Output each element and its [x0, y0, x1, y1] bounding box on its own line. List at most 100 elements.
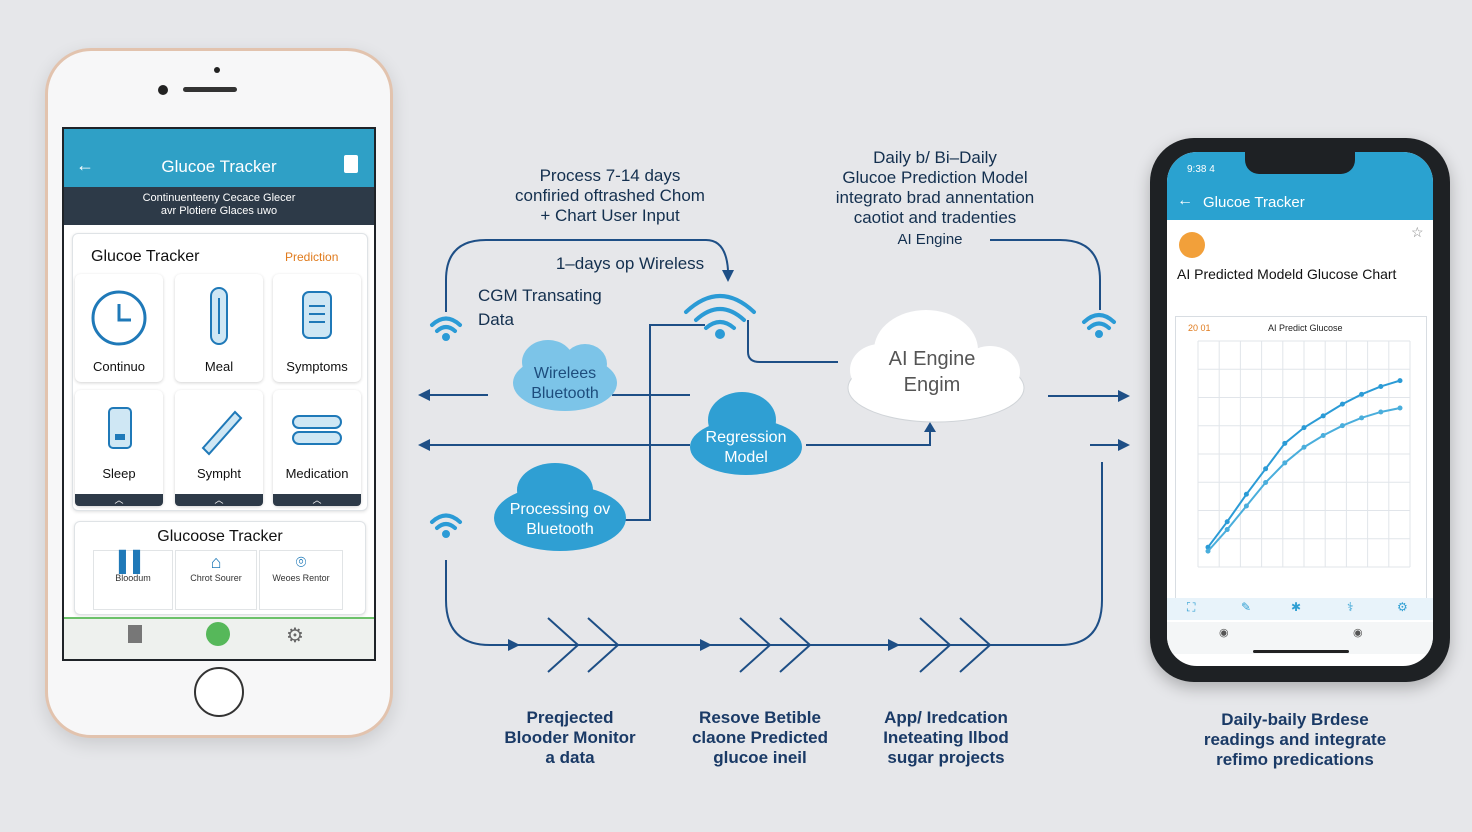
- chart-badge: 20 01: [1188, 323, 1211, 333]
- nav-tracker-icon[interactable]: [206, 622, 230, 646]
- wifi-icon-right: [1082, 313, 1116, 338]
- cgm-label: CGM Transating Data: [478, 286, 602, 329]
- chevron-5: [919, 617, 952, 673]
- tile-medication[interactable]: Medication ︿: [273, 390, 361, 506]
- mini-item-label: Bloodum: [115, 573, 151, 583]
- mini-item-chrot[interactable]: ⌂ Chrot Sourer: [175, 550, 257, 610]
- arrowhead-left-1: [418, 389, 430, 401]
- bottom-nav-right: ◉ ◉: [1167, 622, 1433, 654]
- back-arrow-icon[interactable]: ←: [76, 155, 94, 175]
- data-point: [1243, 491, 1249, 497]
- tile-continuo[interactable]: Continuo: [75, 274, 163, 382]
- medication-icon: [292, 415, 342, 445]
- arrowhead-top: [722, 270, 734, 282]
- data-point: [1224, 527, 1230, 533]
- mini-item-weoes[interactable]: ⌾ Weoes Rentor: [259, 550, 343, 610]
- mini-item-bloodum[interactable]: ▌▌ Bloodum: [93, 550, 173, 610]
- bar-chart-icon: ▌▌: [118, 551, 148, 573]
- data-point: [1282, 440, 1288, 446]
- notice-line-1: Continuenteeny Cecace Glecer: [142, 192, 296, 204]
- camera-dot: [158, 85, 168, 95]
- nav-icon-1[interactable]: ◉: [1219, 627, 1229, 639]
- arrowhead-bottom-3: [888, 639, 900, 651]
- back-arrow-icon[interactable]: ←: [1177, 192, 1193, 209]
- card-title: Glucoe Tracker: [91, 248, 200, 265]
- pin-icon: ⌾: [295, 552, 307, 572]
- tile-label: Medication: [285, 466, 349, 481]
- meal-icon: [210, 287, 228, 345]
- tile-sleep[interactable]: Sleep ︿: [75, 390, 163, 506]
- tile-label: Symptoms: [286, 359, 348, 374]
- data-point: [1320, 413, 1326, 419]
- pin-icon[interactable]: ☆: [1411, 224, 1424, 240]
- chart-panel: 20 01 AI Predict Glucose: [1175, 316, 1427, 616]
- bottom-label-1: Preqjected Blooder Monitor a data: [504, 708, 636, 767]
- tool-strip: ⛶ ✎ ✱ ⚕ ⚙: [1167, 598, 1433, 620]
- sleep-icon: [108, 407, 132, 449]
- share-icon[interactable]: [344, 155, 358, 173]
- app-bar-right: 9:38 4 ← Glucoe Tracker: [1167, 152, 1433, 220]
- tool-icon-1[interactable]: ⛶: [1187, 600, 1196, 614]
- arrowhead-right-2: [1118, 439, 1130, 451]
- bottom-label-4: Daily-baily Brdese readings and integrat…: [1203, 710, 1387, 769]
- tool-icon-3[interactable]: ✱: [1291, 600, 1302, 614]
- cloud-wireless: [513, 340, 617, 411]
- chevron-1: [547, 617, 580, 673]
- chart-subtitle: AI Predict Glucose: [1268, 323, 1343, 333]
- tile-label: Sleep: [102, 466, 136, 481]
- arrowhead-right-1: [1118, 390, 1130, 402]
- speaker-dot: [214, 67, 220, 73]
- chevron-3: [739, 617, 772, 673]
- top-label-right: Daily b/ Bi–Daily Glucoe Prediction Mode…: [835, 148, 1035, 227]
- tool-icon-5[interactable]: ⚙: [1397, 600, 1408, 614]
- chevron-up-icon[interactable]: ︿: [75, 494, 163, 506]
- status-time: 9:38 4: [1187, 164, 1215, 175]
- cloud-regression-label: Regression Model: [705, 429, 787, 466]
- nav-settings-icon[interactable]: ⚙: [286, 625, 304, 647]
- arrowhead-bottom-1: [508, 639, 520, 651]
- loop-arrow-top-left: [445, 239, 729, 312]
- app-title-right: Glucoe Tracker: [1203, 194, 1305, 211]
- alert-icon[interactable]: [1179, 232, 1205, 258]
- nav-home-icon[interactable]: [128, 625, 142, 643]
- tool-icon-4[interactable]: ⚕: [1347, 600, 1354, 614]
- data-point: [1378, 383, 1384, 389]
- chevron-up-icon[interactable]: ︿: [175, 494, 263, 506]
- cloud-processing: [494, 463, 626, 551]
- notice-banner: Continuenteeny Cecace Glecer avr Plotier…: [64, 187, 374, 225]
- chevron-2: [587, 617, 620, 673]
- notice-line-2: avr Plotiere Glaces uwo: [160, 205, 278, 217]
- tile-sympht[interactable]: Sympht ︿: [175, 390, 263, 506]
- tile-label: Meal: [204, 359, 234, 374]
- tile-symptoms[interactable]: Symptoms: [273, 274, 361, 382]
- data-point: [1263, 480, 1269, 486]
- mini-item-label: Weoes Rentor: [272, 573, 330, 583]
- mini-item-label: Chrot Sourer: [190, 573, 242, 583]
- nav-icon-2[interactable]: ◉: [1353, 627, 1363, 639]
- arrowhead-bottom-2: [700, 639, 712, 651]
- notch: [1245, 152, 1355, 174]
- data-point: [1339, 423, 1345, 429]
- clock-icon: [91, 290, 147, 346]
- prediction-link[interactable]: Prediction: [285, 250, 339, 264]
- data-point: [1282, 460, 1288, 466]
- data-point: [1301, 425, 1307, 431]
- pen-icon: [201, 410, 243, 456]
- lower-card-title: Glucoose Tracker: [157, 528, 283, 545]
- bottom-nav: ⚙: [64, 617, 374, 659]
- bottom-loop: [445, 462, 1103, 646]
- wifi-icon-left-bottom: [430, 513, 462, 538]
- chevron-up-icon[interactable]: ︿: [273, 494, 361, 506]
- tool-icon-2[interactable]: ✎: [1241, 600, 1252, 614]
- tracker-card: Glucoe Tracker Prediction Continuo Meal …: [72, 233, 368, 511]
- tile-label: Sympht: [196, 466, 242, 481]
- wifi-to-engine-line: [747, 320, 838, 363]
- tile-meal[interactable]: Meal: [175, 274, 263, 382]
- wifi-icon-center: [684, 294, 756, 339]
- data-point: [1378, 409, 1384, 415]
- bottom-label-3: App/ Iredcation Ineteating llbod sugar p…: [883, 708, 1009, 767]
- line-chart: [1197, 340, 1411, 568]
- data-point: [1263, 466, 1269, 472]
- home-button[interactable]: [194, 667, 244, 717]
